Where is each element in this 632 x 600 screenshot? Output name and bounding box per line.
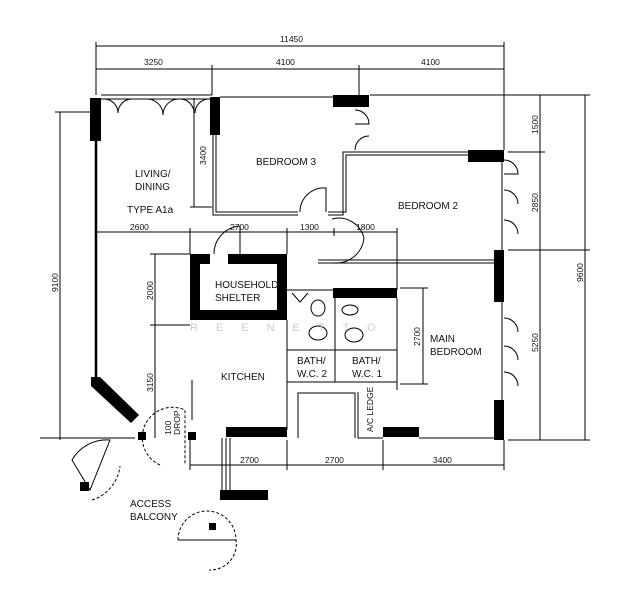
- watermark: REENETTO: [190, 322, 394, 334]
- dim-mid: 1300: [300, 222, 319, 232]
- main-bedroom-label-2: BEDROOM: [430, 347, 482, 358]
- doors-windows: [71, 98, 519, 571]
- dim-bedroom3-depth: 3400: [198, 146, 208, 165]
- bedroom3-label: BEDROOM 3: [256, 157, 316, 168]
- main-bedroom-label-1: MAIN: [430, 334, 455, 345]
- dim-top-total: 11450: [280, 34, 303, 44]
- dimension-lines: [40, 42, 590, 470]
- dim-bottom: 3400: [433, 455, 452, 465]
- dim-shelter-depth: 2000: [145, 281, 155, 300]
- dim-bottom: 2700: [325, 455, 344, 465]
- dim-mid: 2700: [230, 222, 249, 232]
- bath1-label-1: BATH/: [352, 356, 381, 367]
- shelter-label-1: HOUSEHOLD: [215, 280, 278, 291]
- dim-mid: 2600: [130, 222, 149, 232]
- dim-right: 1500: [530, 115, 540, 134]
- dim-left-total: 9100: [50, 273, 60, 292]
- bath2-label-2: W.C. 2: [297, 369, 327, 380]
- living-label-2: DINING: [135, 182, 170, 193]
- bedroom2-label: BEDROOM 2: [398, 201, 458, 212]
- living-label-1: LIVING/: [135, 169, 171, 180]
- shelter-label-2: SHELTER: [215, 293, 260, 304]
- balcony-label-1: ACCESS: [130, 499, 171, 510]
- balcony-label-2: BALCONY: [130, 512, 178, 523]
- dim-right: 5250: [530, 333, 540, 352]
- dim-mid: 1800: [356, 222, 375, 232]
- dim-kitchen-depth: 3150: [145, 373, 155, 392]
- dim-top: 4100: [276, 57, 295, 67]
- drop-label-1: 100: [163, 421, 173, 435]
- dim-main-bedroom-depth: 2700: [412, 327, 422, 346]
- type-label: TYPE A1a: [127, 205, 174, 216]
- dim-bottom: 2700: [240, 455, 259, 465]
- dim-right: 2850: [530, 193, 540, 212]
- walls: [80, 94, 504, 530]
- room-labels: LIVING/ DINING TYPE A1a BEDROOM 3 BEDROO…: [127, 157, 482, 523]
- drop-label-2: DROP: [172, 410, 182, 435]
- bath2-label-1: BATH/: [297, 356, 326, 367]
- dim-top: 4100: [421, 57, 440, 67]
- bath1-label-2: W.C. 1: [352, 369, 382, 380]
- dim-right-total: 9600: [575, 263, 585, 282]
- kitchen-label: KITCHEN: [221, 372, 265, 383]
- ac-ledge-label: A/C LEDGE: [365, 386, 375, 432]
- dimension-labels: 11450 3250 4100 4100 2600 2700 1300 1800…: [50, 34, 585, 465]
- dim-top: 3250: [144, 57, 163, 67]
